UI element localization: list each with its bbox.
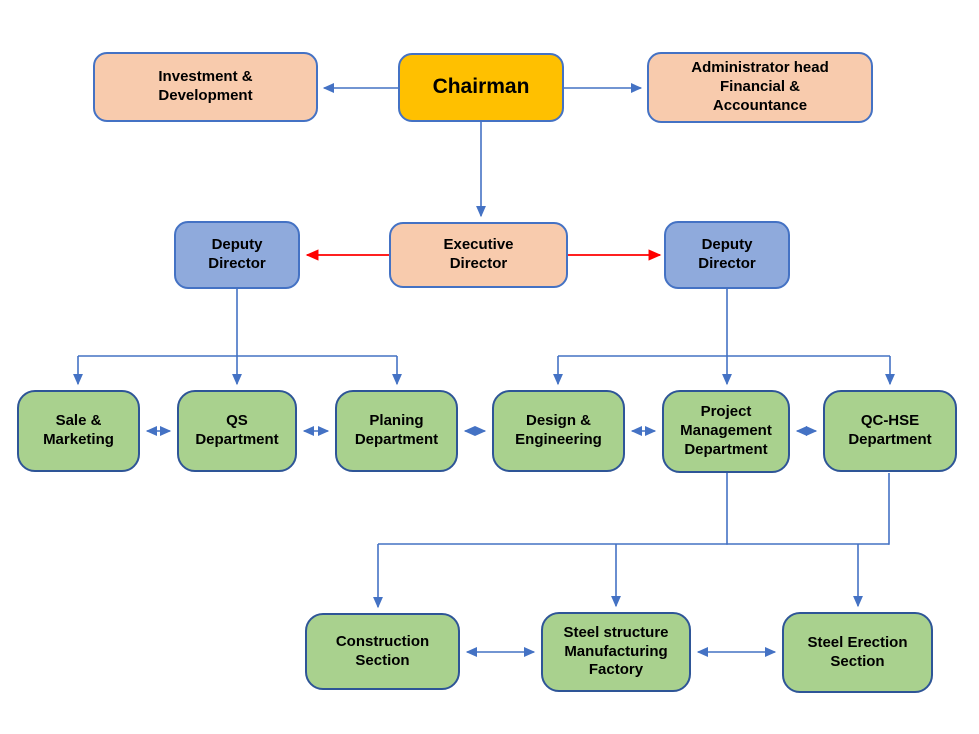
connector-arrows [72, 82, 896, 609]
node-label: QS Department [195, 412, 279, 448]
node-label: Construction Section [335, 632, 430, 669]
node-label: QC-HSE Department [848, 412, 932, 448]
node-label: Design & Engineering [515, 412, 602, 448]
node-administrator-head: Administrator head Financial & Accountan… [647, 52, 873, 123]
node-executive-director: Executive Director [389, 222, 568, 288]
node-deputy-director-left: Deputy Director [174, 221, 300, 289]
node-steel-erection-section: Steel Erection Section [782, 612, 933, 693]
node-construction-section: Construction Section [305, 613, 460, 690]
node-design-engineering: Design & Engineering [492, 390, 625, 472]
node-qc-hse-department: QC-HSE Department [823, 390, 957, 472]
node-sale-marketing: Sale & Marketing [17, 390, 140, 472]
node-label: Deputy Director [698, 236, 756, 272]
double-arrows [145, 425, 818, 658]
node-planing-department: Planing Department [335, 390, 458, 472]
node-label: Project Management Department [680, 403, 772, 458]
node-label: Planing Department [354, 412, 439, 448]
node-label: Deputy Director [208, 236, 266, 272]
node-qs-department: QS Department [177, 390, 297, 472]
node-label: Chairman [432, 75, 530, 99]
node-chairman: Chairman [398, 53, 564, 122]
node-label: Investment & Development [158, 68, 253, 104]
node-label: Executive Director [443, 236, 514, 272]
node-label: Steel structure Manufacturing Factory [563, 623, 669, 679]
node-label: Steel Erection Section [807, 633, 908, 670]
node-investment-development: Investment & Development [93, 52, 318, 122]
node-steel-structure-manufacturing-factory: Steel structure Manufacturing Factory [541, 612, 691, 692]
connector-trunks [78, 289, 890, 545]
node-label: Sale & Marketing [43, 412, 114, 448]
node-deputy-director-right: Deputy Director [664, 221, 790, 289]
node-project-management-department: Project Management Department [662, 390, 790, 473]
node-label: Administrator head Financial & Accountan… [691, 59, 829, 114]
